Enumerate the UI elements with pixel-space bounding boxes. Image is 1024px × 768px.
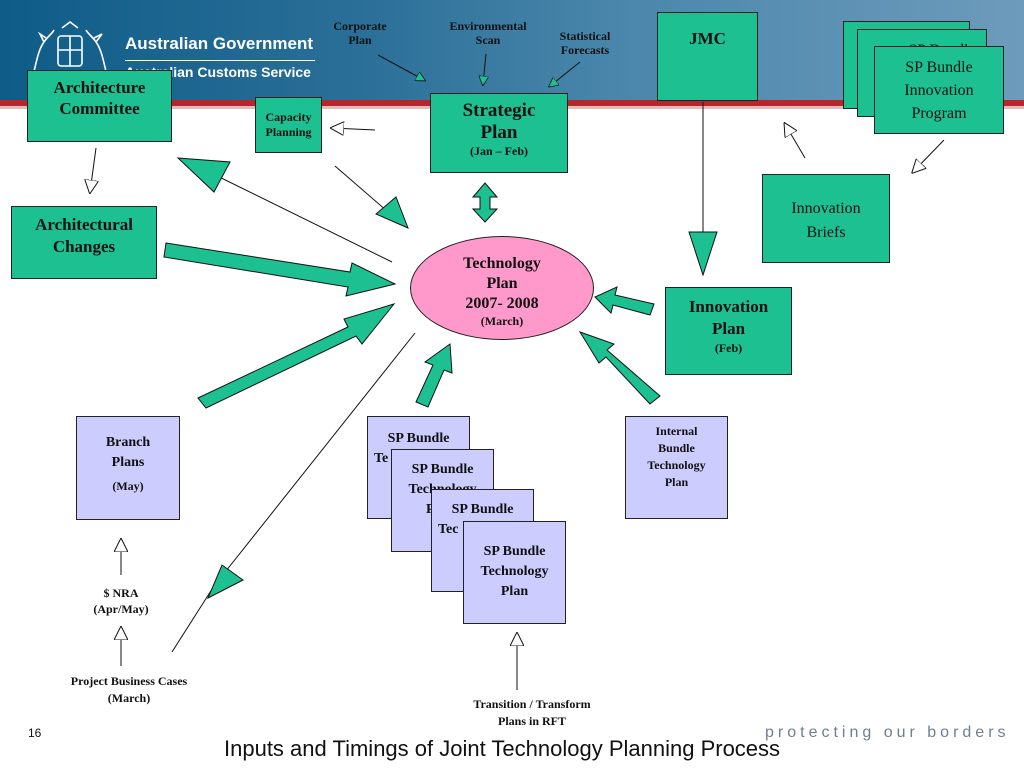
arrow-branch-to-tech-plan [197, 303, 396, 409]
jmc-box: JMC [657, 12, 758, 101]
strategic-plan-box: Strategic Plan (Jan – Feb) [430, 93, 568, 173]
architectural-changes-box: Architectural Changes [11, 206, 157, 279]
arrow-innovation-plan-to-tech-plan [594, 286, 655, 316]
page-number: 16 [28, 726, 42, 740]
arrow-corporate-to-strategic [377, 54, 424, 80]
arrow-sp-tech-to-tech-plan [415, 343, 453, 408]
transition-plans-label: Transition / Transform Plans in RFT [473, 697, 591, 728]
government-title: Australian Government [125, 34, 313, 53]
internal-bundle-technology-plan-box: Internal Bundle Technology Plan [625, 416, 728, 519]
arrow-committee-to-tech-plan [204, 169, 393, 263]
arrow-tech-plan-to-business-cases [213, 332, 416, 587]
technology-plan-ellipse: Technology Plan 2007- 2008 (March) [410, 236, 594, 340]
arrow-briefs-to-sp-program [785, 124, 806, 159]
footer-tagline: protecting our borders [765, 724, 1010, 741]
innovation-plan-box: Innovation Plan (Feb) [665, 287, 792, 375]
architecture-committee-box: Architecture Committee [27, 70, 172, 142]
arrow-changes-to-tech-plan [163, 242, 397, 297]
capacity-planning-box: Capacity Planning [255, 97, 322, 153]
arrow-business-cases-tail [171, 585, 215, 653]
arrowhead-committee-to-tech-plan [176, 157, 231, 193]
arrow-internal-to-tech-plan [578, 331, 661, 405]
arrowhead-jmc-to-innovation-plan [688, 231, 718, 277]
branch-plans-box: Branch Plans (May) [76, 416, 180, 520]
arrow-scan-to-strategic [483, 53, 486, 84]
sp-bundle-innovation-program-box: SP Bundle Innovation Program [874, 46, 1004, 134]
arrowhead-capacity-to-tech-plan [375, 196, 409, 229]
slide-caption: Inputs and Timings of Joint Technology P… [224, 736, 781, 761]
arrow-strategic-to-capacity [332, 128, 376, 130]
arrow-committee-to-changes [90, 147, 96, 192]
header-divider [125, 60, 315, 61]
source-environmental-scan: Environmental Scan [449, 19, 527, 47]
source-corporate-plan: Corporate Plan [333, 19, 387, 47]
arrow-sp-program-to-briefs [913, 139, 945, 172]
sp-bundle-technology-plan-box: SP Bundle Technology Plan [463, 521, 566, 624]
source-statistical-forecasts: Statistical Forecasts [559, 29, 611, 57]
innovation-briefs-box: Innovation Briefs [762, 174, 890, 263]
arrow-forecasts-to-strategic [550, 61, 581, 86]
project-business-cases-label: Project Business Cases (March) [70, 674, 188, 705]
nra-label: $ NRA (Apr/May) [93, 586, 149, 616]
arrowhead-tech-plan-to-business-cases [207, 564, 244, 600]
arrow-strategic-tech-plan-bidirectional [471, 182, 499, 223]
